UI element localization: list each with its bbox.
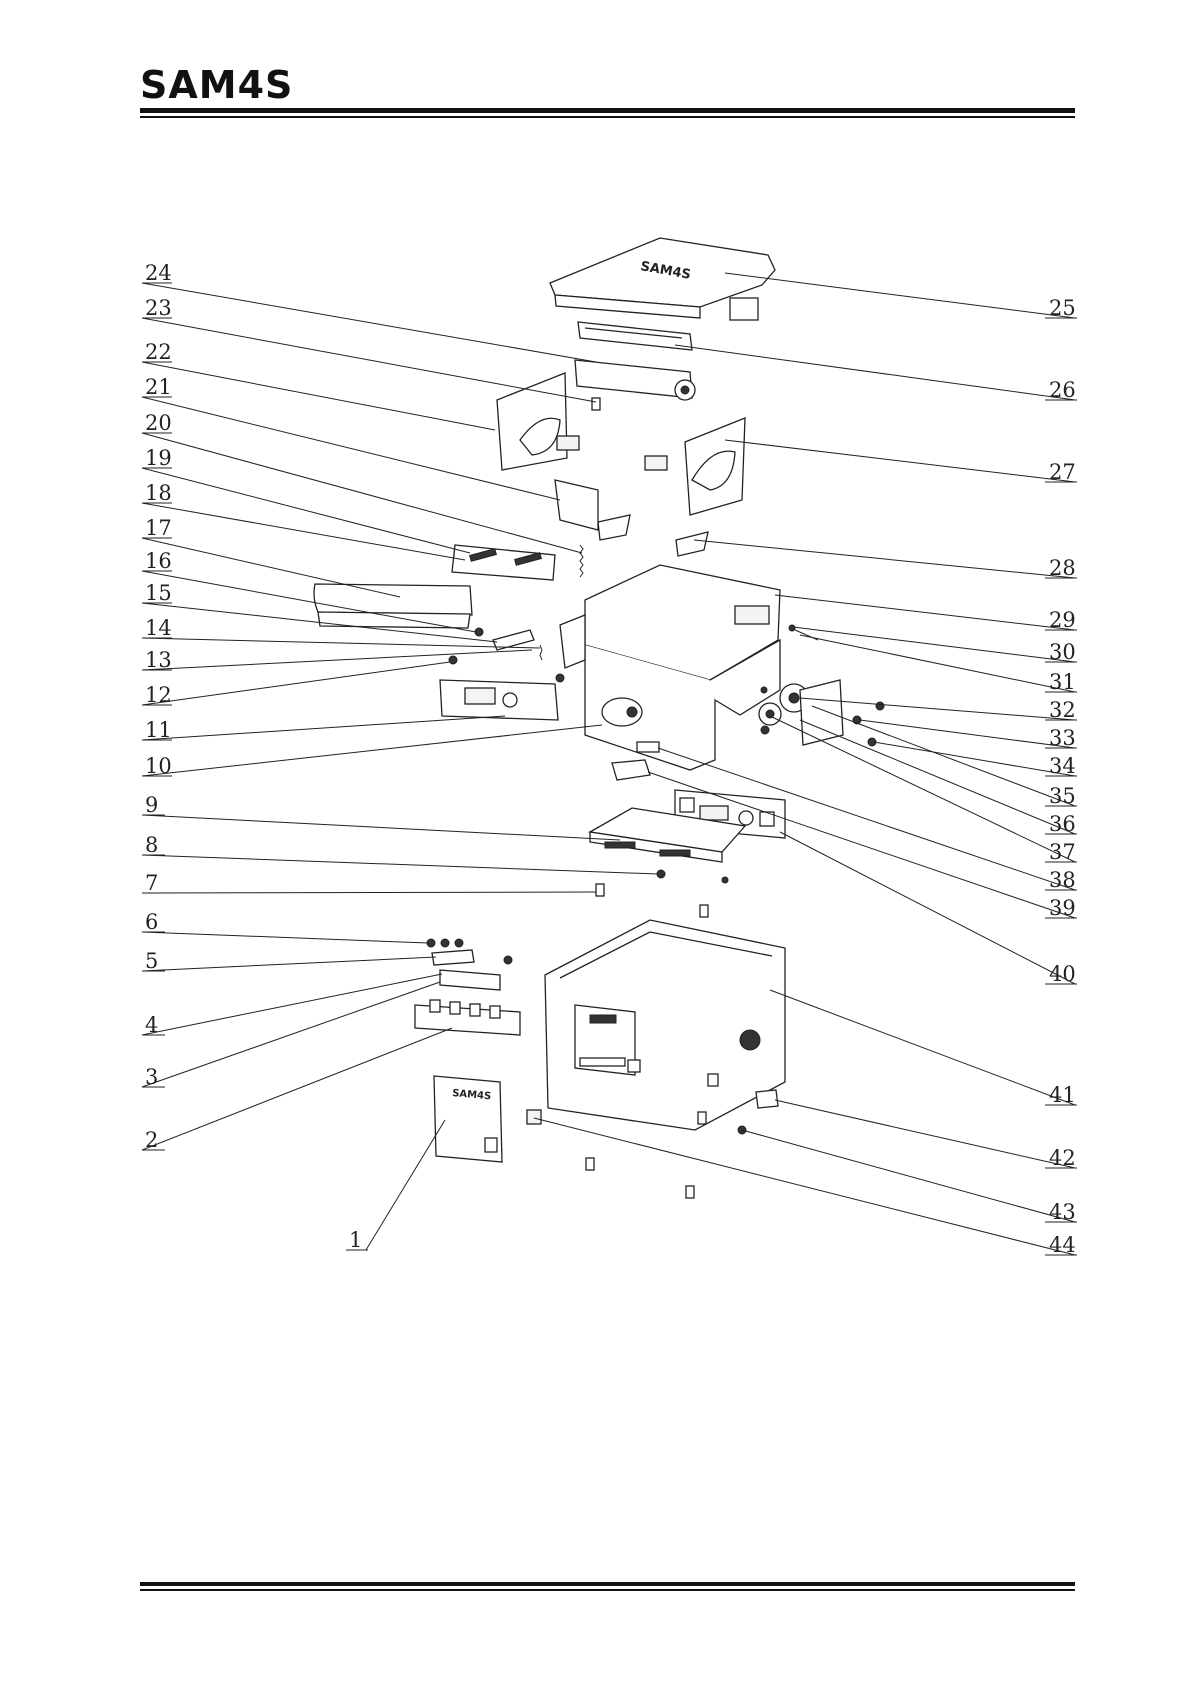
- callout-label: 2: [145, 1128, 158, 1152]
- callout-label: 11: [145, 718, 172, 742]
- callout-label: 37: [1049, 840, 1076, 864]
- part-screw-bottom-2: [586, 1158, 594, 1170]
- callout-label: 15: [145, 581, 172, 605]
- callout-label: 36: [1049, 812, 1076, 836]
- callout-label: 1: [349, 1228, 362, 1252]
- part-left-side-cover: [314, 584, 472, 628]
- part-screw-5b: [504, 956, 512, 964]
- callout-label: 12: [145, 683, 172, 707]
- part-right-paper-guide: [645, 418, 745, 515]
- part-lever-assembly: [493, 630, 542, 660]
- part-screw-8: [657, 870, 665, 878]
- part-screw-7: [596, 884, 604, 896]
- part-label-pad-right: [676, 532, 708, 556]
- callout-label: 4: [145, 1013, 158, 1037]
- callout-label: 29: [1049, 608, 1076, 632]
- callout-label: 6: [145, 910, 158, 934]
- callout-label: 8: [145, 833, 158, 857]
- callout-label: 5: [145, 949, 158, 973]
- part-switch-board: [432, 950, 474, 965]
- part-button-holder: [415, 1000, 520, 1035]
- callout-label: 22: [145, 340, 172, 364]
- callout-label: 7: [145, 871, 158, 895]
- callout-label: 19: [145, 446, 172, 470]
- callout-label: 18: [145, 481, 172, 505]
- callout-label: 14: [145, 616, 172, 640]
- part-connector-block: [612, 760, 650, 780]
- part-base-housing: [545, 920, 785, 1130]
- part-label-pad-left: [598, 515, 630, 540]
- callout-label: 41: [1049, 1083, 1076, 1107]
- callouts-right: 25 26 27 28 29 30 31 32 33 34 35 36 37 3…: [1045, 296, 1077, 1257]
- part-power-switch: [756, 1090, 778, 1108]
- callout-label: 9: [145, 793, 158, 817]
- callout-label: 33: [1049, 726, 1076, 750]
- part-left-paper-guide: [497, 373, 579, 470]
- callout-label: 10: [145, 754, 172, 778]
- callout-label: 34: [1049, 754, 1076, 778]
- callout-label: 17: [145, 516, 172, 540]
- callout-label: 24: [145, 261, 172, 285]
- part-front-pcb: [440, 970, 500, 990]
- callout-label: 43: [1049, 1200, 1076, 1224]
- callout-label: 25: [1049, 296, 1076, 320]
- callout-label: 40: [1049, 962, 1076, 986]
- callout-label: 32: [1049, 698, 1076, 722]
- callout-label: 42: [1049, 1146, 1076, 1170]
- callout-label: 21: [145, 375, 172, 399]
- part-top-cover: SAM4S: [550, 238, 775, 320]
- part-main-frame: [560, 565, 780, 770]
- callout-label: 26: [1049, 378, 1076, 402]
- callout-label: 27: [1049, 460, 1076, 484]
- callout-label: 44: [1049, 1233, 1076, 1257]
- callout-label: 16: [145, 549, 172, 573]
- part-screw-misc-1: [722, 877, 728, 883]
- callout-label: 13: [145, 648, 172, 672]
- part-screw-16: [475, 628, 483, 636]
- callout-label: 23: [145, 296, 172, 320]
- callout-label: 38: [1049, 868, 1076, 892]
- part-sensor-pcb: [637, 742, 659, 752]
- part-motor-assembly: [440, 680, 558, 720]
- part-screw-bottom-3: [686, 1186, 694, 1198]
- part-screws-6: [427, 939, 463, 947]
- part-screw-32: [876, 702, 884, 710]
- callout-label: 20: [145, 411, 172, 435]
- callouts-left: 24 23 22 21 20 19 18 17 16 15 14 13 12 1…: [142, 261, 368, 1252]
- callout-label: 39: [1049, 896, 1076, 920]
- callout-label: 3: [145, 1065, 158, 1089]
- part-cutter-bracket: [578, 322, 692, 350]
- part-rubber-foot: [527, 1110, 541, 1124]
- part-screw-bottom-1: [698, 1112, 706, 1124]
- part-motor-11: [602, 698, 642, 726]
- part-sensor-bracket: [555, 480, 598, 530]
- part-screw-misc-2: [700, 905, 708, 917]
- part-screw-13b: [556, 674, 564, 682]
- part-print-head: [575, 360, 695, 400]
- callout-label: 28: [1049, 556, 1076, 580]
- part-screw-13: [449, 656, 457, 664]
- part-platen-frame: [452, 545, 555, 580]
- callout-label: 31: [1049, 670, 1076, 694]
- part-spring-20: [580, 545, 583, 577]
- callout-label: 35: [1049, 784, 1076, 808]
- part-front-panel: SAM4S: [434, 1076, 502, 1162]
- part-screw-23: [592, 398, 600, 410]
- callout-label: 30: [1049, 640, 1076, 664]
